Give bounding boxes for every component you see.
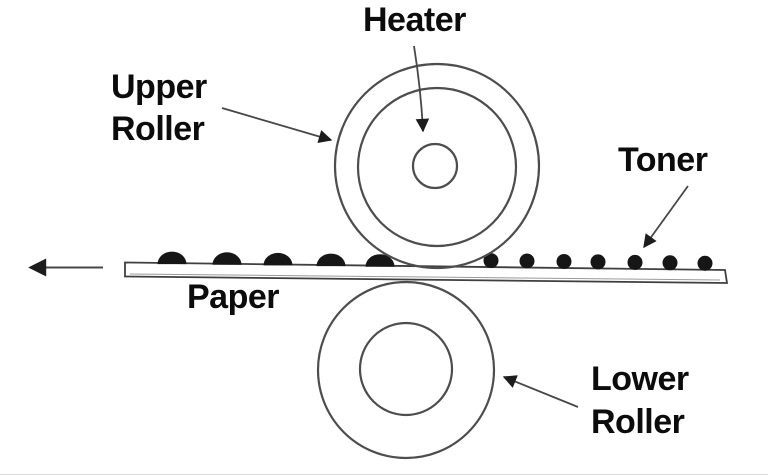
toner-bump-fused [316, 253, 346, 267]
toner-dot-unfused [556, 254, 572, 269]
upper-roller-label-line2: Roller [111, 110, 205, 148]
toner-dot-unfused [590, 254, 606, 270]
toner-dot-unfused [697, 255, 713, 271]
toner-arrow [643, 185, 689, 249]
upper-roller-label: Upper Roller [111, 66, 207, 150]
lower-roller-label: Lower Roller [591, 358, 689, 444]
toner-bump-fused [157, 251, 187, 265]
heater-label: Heater [363, 1, 466, 39]
upper-roller-arrow [221, 107, 333, 144]
upper-roller-inner-circle [356, 86, 518, 248]
paper-label: Paper [187, 278, 280, 316]
lower-roller-label-line2: Roller [591, 403, 685, 441]
paper-underside-line [129, 273, 721, 281]
toner-bump-fused [263, 252, 293, 266]
lower-roller-outer-circle [316, 280, 496, 460]
lower-roller-arrow [502, 375, 579, 408]
toner-dot-unfused [627, 254, 643, 270]
toner-dot-unfused [662, 255, 678, 271]
toner-dot-unfused [483, 253, 499, 269]
toner-label: Toner [618, 141, 708, 179]
toner-bump-fused [212, 252, 242, 265]
upper-roller-outer-circle [333, 62, 541, 270]
lower-roller-label-line1: Lower [591, 360, 689, 398]
toner-particles [157, 251, 713, 271]
toner-bump-fused [365, 254, 395, 267]
lower-roller-inner-circle [358, 321, 454, 417]
toner-dot-unfused [519, 253, 535, 269]
heater-arrow [413, 45, 430, 133]
upper-roller-label-line1: Upper [111, 68, 207, 106]
heater-core-circle [411, 142, 459, 190]
